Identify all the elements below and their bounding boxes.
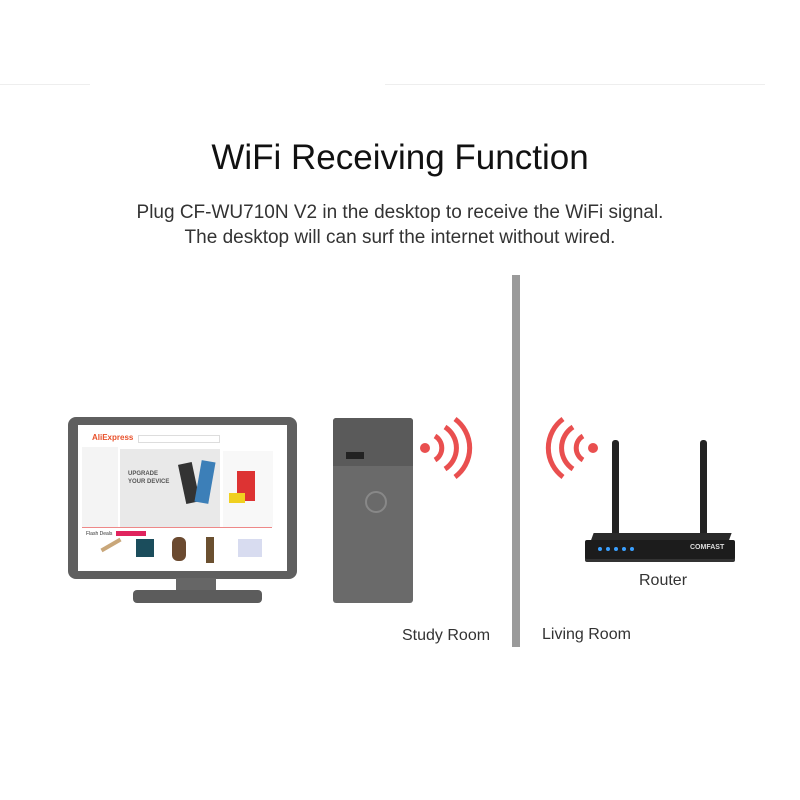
monitor-stand-neck — [176, 578, 216, 592]
product-speaker — [136, 539, 154, 557]
promo-panel — [223, 451, 273, 527]
top-rule-right — [385, 84, 765, 85]
router-label: Router — [639, 572, 688, 589]
category-menu — [82, 447, 118, 527]
led-icon — [614, 547, 618, 551]
banner-text-1: UPGRADE — [128, 471, 159, 477]
subtitle-line-2: The desktop will can surf the internet w… — [184, 227, 616, 248]
wall-divider — [512, 275, 520, 647]
product-pants — [206, 537, 214, 563]
aliexpress-logo: AliExpress — [92, 433, 134, 442]
section-rule — [82, 527, 272, 528]
banner: UPGRADE YOUR DEVICE — [120, 449, 220, 527]
tower-drive-bay — [333, 418, 413, 466]
wifi-adapter-badge — [346, 452, 364, 459]
subtitle-line-1: Plug CF-WU710N V2 in the desktop to rece… — [136, 202, 664, 223]
wifi-signal-icon — [545, 416, 598, 480]
banner-text-2: YOUR DEVICE — [128, 479, 170, 485]
product-bag — [172, 537, 186, 561]
site-search-bar — [138, 435, 220, 443]
product-cable — [100, 537, 122, 553]
living-room-label: Living Room — [542, 626, 631, 643]
led-icon — [630, 547, 634, 551]
wifi-signal-icon — [420, 416, 473, 480]
product-gadget — [238, 539, 262, 557]
router — [585, 540, 735, 559]
router-brand-logo: COMFAST — [690, 544, 725, 551]
monitor-stand-base — [133, 590, 262, 603]
phone-image — [194, 460, 216, 504]
device-image — [229, 493, 245, 503]
flash-deals-heading: Flash Deals — [86, 531, 113, 537]
router-antenna — [700, 440, 707, 536]
top-rule-left — [0, 84, 90, 85]
page-title: WiFi Receiving Function — [211, 138, 589, 177]
led-icon — [598, 547, 602, 551]
deals-timer — [116, 531, 146, 536]
router-antenna — [612, 440, 619, 546]
monitor-screen: AliExpress UPGRADE YOUR DEVICE Flash Dea… — [78, 425, 287, 571]
study-room-label: Study Room — [402, 627, 491, 644]
led-icon — [622, 547, 626, 551]
led-icon — [606, 547, 610, 551]
power-button-icon — [365, 491, 387, 513]
